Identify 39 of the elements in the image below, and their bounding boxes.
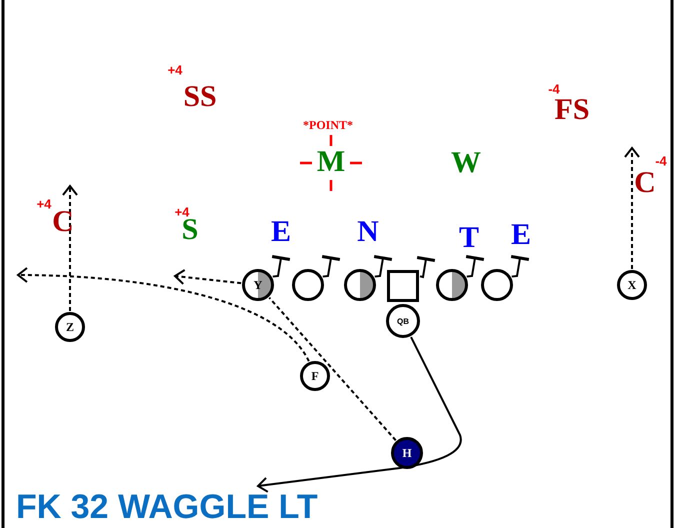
route-arrow — [17, 267, 310, 362]
block-mark — [320, 255, 342, 278]
player-circle: X — [617, 270, 647, 300]
depth-number: +4 — [168, 64, 182, 76]
defender-label: M — [316, 147, 346, 177]
lineman-circle — [436, 269, 468, 301]
player-circle: H — [391, 437, 423, 469]
block-mark — [510, 255, 530, 278]
defender-label: T — [459, 223, 479, 253]
player-circle: Z — [55, 312, 85, 342]
block-mark — [416, 256, 436, 278]
depth-number: +4 — [36, 198, 52, 210]
player-circle: QB — [386, 304, 420, 338]
path-line — [268, 297, 396, 441]
route-arrow — [174, 269, 242, 285]
route-arrow — [624, 147, 640, 269]
defender-label: C — [52, 207, 74, 237]
player-circle: Y — [242, 269, 274, 301]
defender-label: C — [634, 168, 656, 198]
lineman-circle — [292, 269, 324, 301]
point-note: *POINT* — [303, 119, 353, 131]
depth-number: -4 — [655, 154, 667, 168]
defender-label: FS — [554, 95, 590, 125]
depth-number: -4 — [548, 82, 560, 96]
block-mark — [464, 255, 486, 278]
route-arrow — [257, 336, 462, 493]
center-square — [387, 270, 419, 302]
lineman-circle — [344, 269, 376, 301]
defender-label: E — [511, 220, 531, 250]
route-arrow — [62, 185, 78, 311]
block-mark — [270, 255, 292, 278]
lineman-circle — [481, 269, 513, 301]
defender-label: N — [357, 217, 379, 247]
defender-label: SS — [183, 82, 217, 112]
play-title: FK 32 WAGGLE LT — [16, 490, 318, 524]
defender-label: W — [451, 148, 481, 178]
defender-label: E — [271, 217, 291, 247]
player-circle: F — [300, 361, 330, 391]
block-mark — [372, 255, 394, 278]
